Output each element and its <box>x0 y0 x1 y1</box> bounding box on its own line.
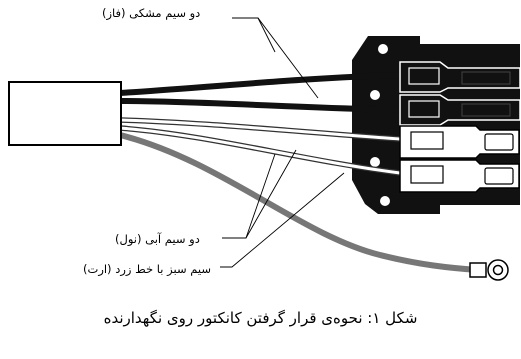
black-wires-label: دو سیم مشکی (فاز) <box>102 6 201 20</box>
black-wires <box>117 72 403 113</box>
leader-lines <box>220 17 345 268</box>
ring-terminal <box>469 259 509 281</box>
white-connector-1 <box>399 125 520 159</box>
blue-wires-core <box>118 118 402 175</box>
black-connector-2 <box>399 94 521 126</box>
blue-wires-label: دو سیم آبی (نول) <box>115 232 200 246</box>
holder-mounting-holes <box>370 44 390 206</box>
white-connector-2 <box>399 159 520 193</box>
ground-wire-label: سیم سبز با خط زرد (ارت) <box>83 262 211 276</box>
black-connector-1 <box>399 61 521 93</box>
ground-wire <box>117 132 481 273</box>
device-body <box>8 81 122 146</box>
figure-caption: شکل ۱: نحوه‌ی قرار گرفتن کانکتور روی نگه… <box>103 309 418 327</box>
